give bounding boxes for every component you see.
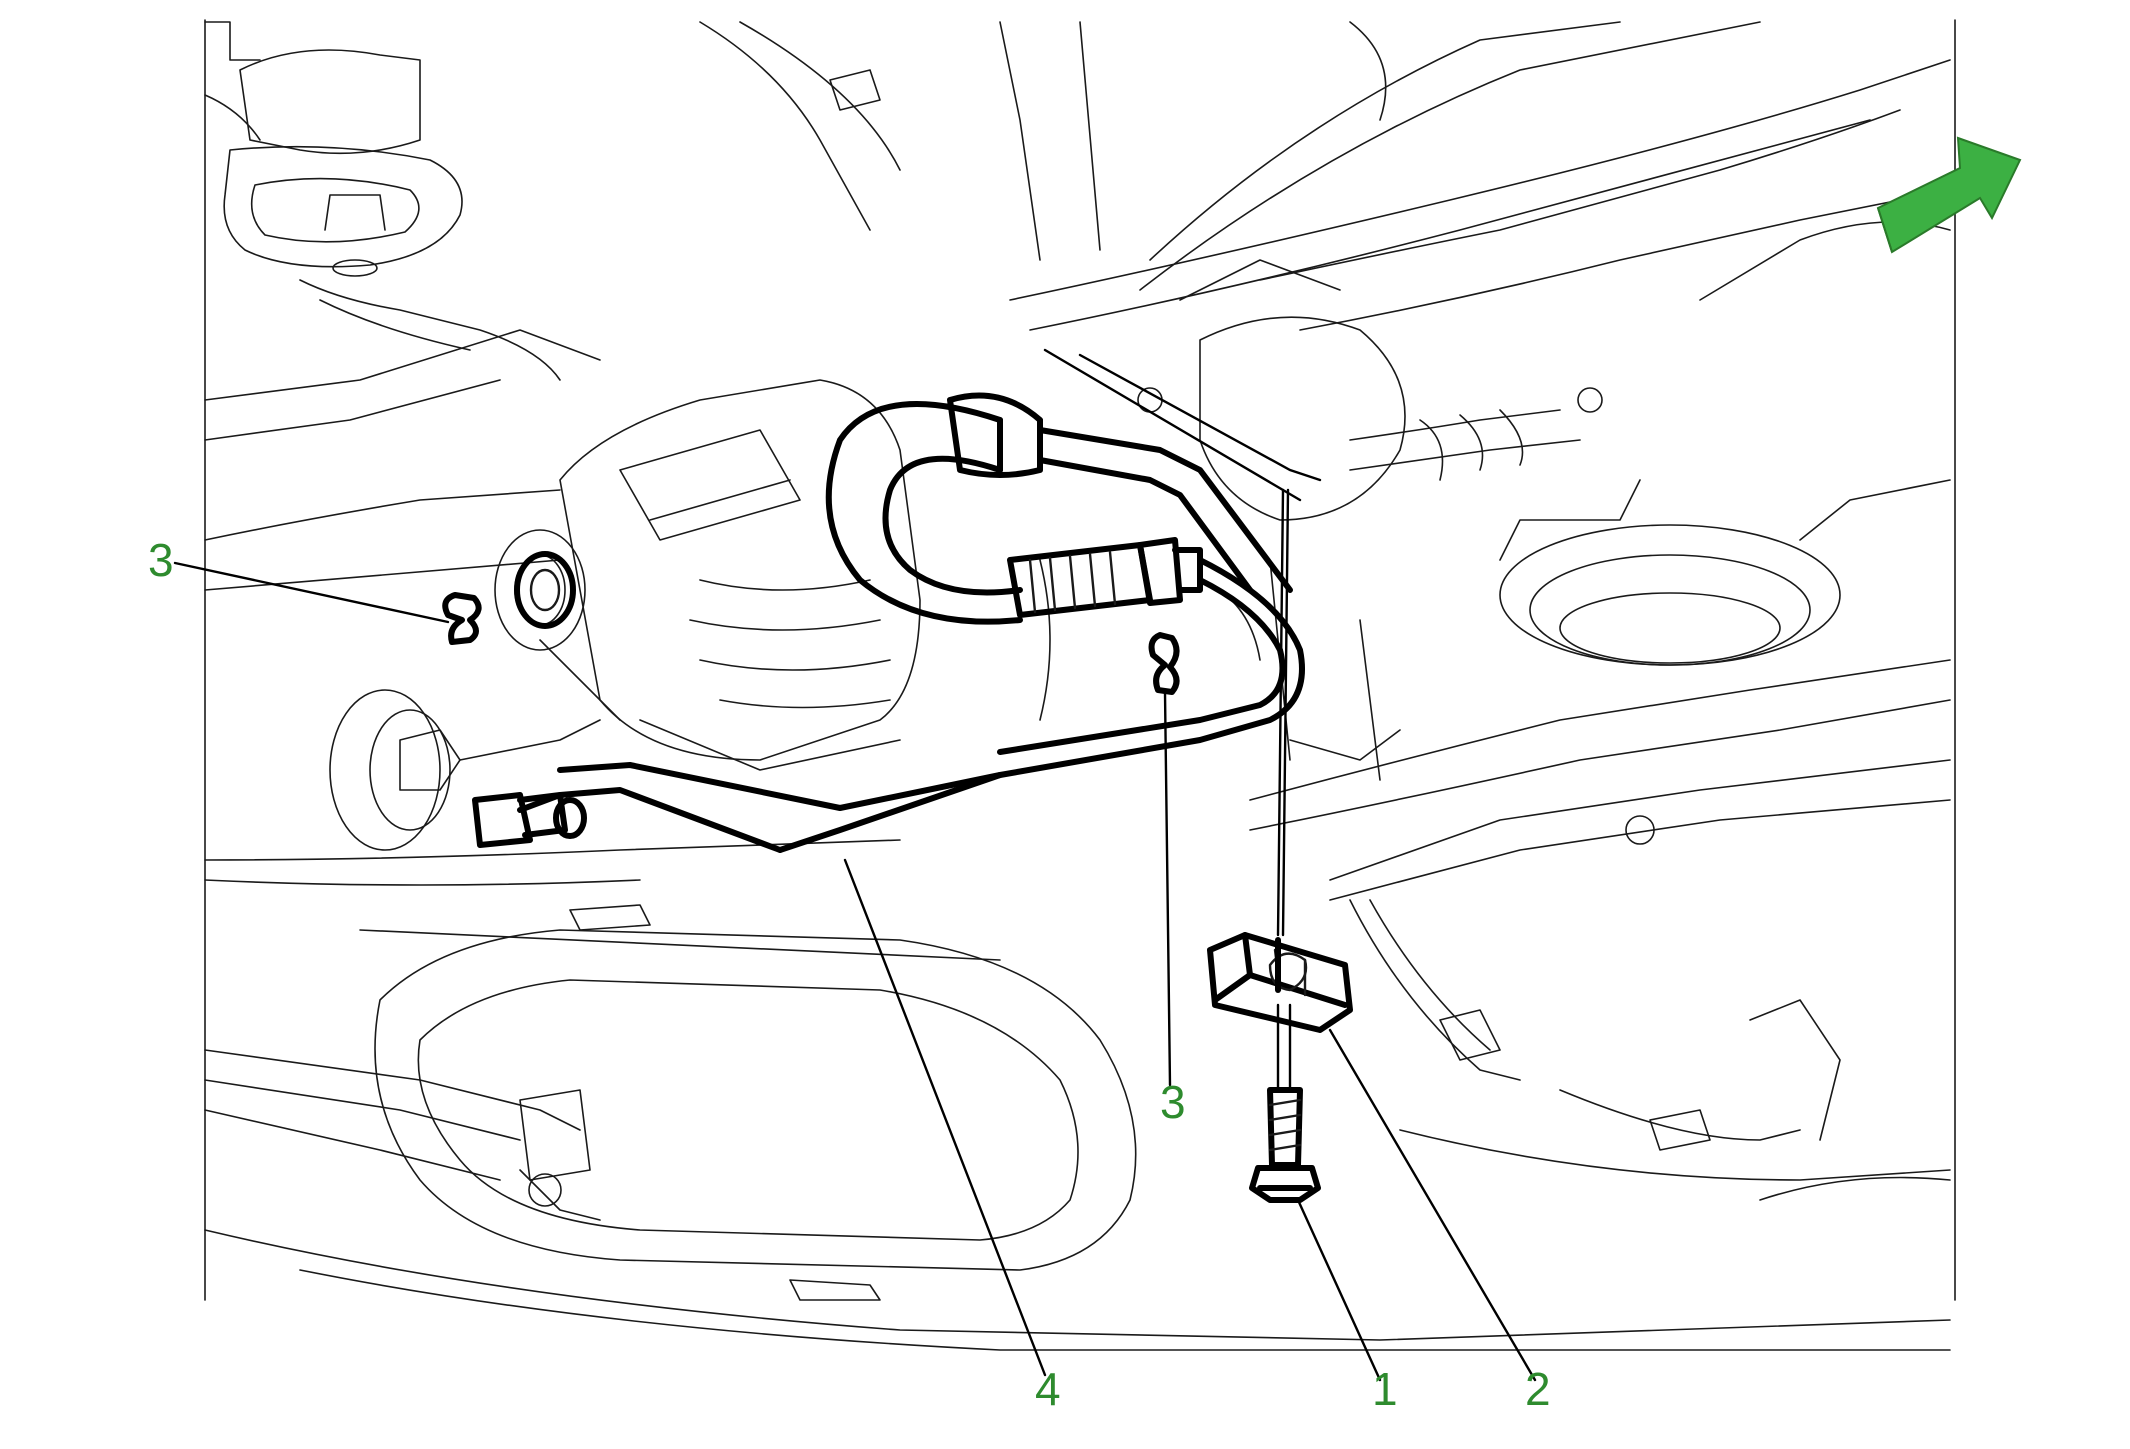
bolt bbox=[1249, 1087, 1321, 1203]
callout-label: 3 bbox=[148, 534, 174, 586]
callout-label: 4 bbox=[1035, 1363, 1061, 1415]
callout-leaders bbox=[173, 348, 1537, 1382]
callout-label: 1 bbox=[1372, 1363, 1398, 1415]
vehicle-underbody-background bbox=[204, 19, 1956, 1351]
callout-label: 3 bbox=[1160, 1076, 1186, 1128]
callout-label: 2 bbox=[1525, 1363, 1551, 1415]
pipe-grommet bbox=[514, 551, 576, 629]
retaining-clip-center bbox=[1148, 632, 1180, 695]
brake-pipe-assembly bbox=[472, 392, 1305, 853]
callout-labels: 3 3 4 1 2 bbox=[148, 534, 1551, 1415]
retaining-clip-left bbox=[442, 592, 482, 645]
forward-direction-arrow-icon bbox=[1876, 136, 2022, 254]
